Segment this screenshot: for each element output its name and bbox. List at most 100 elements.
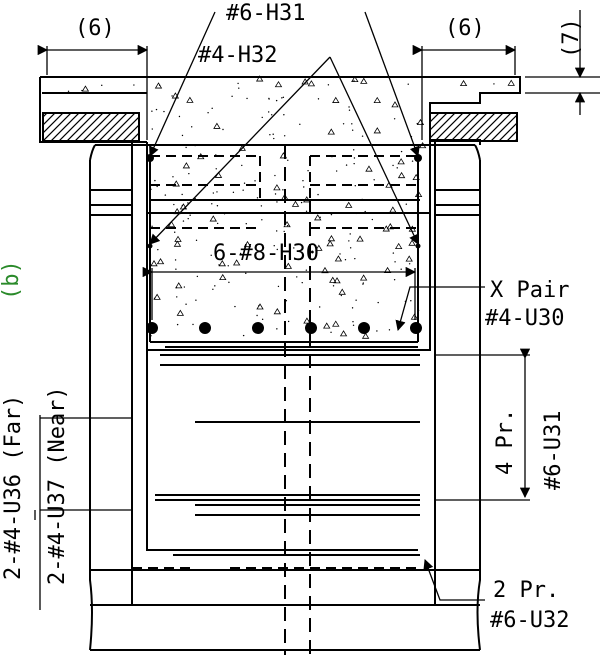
aggregate-dot bbox=[67, 90, 70, 92]
dim-left-label: (6) bbox=[75, 16, 115, 41]
aggregate-dot bbox=[239, 252, 242, 255]
aggregate-dot bbox=[274, 193, 277, 195]
aggregate-dot bbox=[171, 95, 173, 97]
aggregate-dot bbox=[276, 248, 278, 251]
aggregate-dot bbox=[261, 219, 263, 221]
aggregate-mark bbox=[323, 322, 331, 329]
aggregate-dot bbox=[342, 123, 345, 125]
aggregate-mark bbox=[334, 255, 343, 262]
aggregate-mark bbox=[186, 96, 194, 103]
aggregate-dot bbox=[299, 123, 301, 126]
aggregate-dot bbox=[173, 203, 175, 206]
aggregate-dot bbox=[332, 285, 335, 287]
aggregate-dot bbox=[241, 164, 243, 167]
aggregate-dot bbox=[393, 118, 396, 120]
aggregate-mark bbox=[174, 235, 182, 242]
right-bearing-pad bbox=[429, 112, 518, 142]
aggregate-dot bbox=[175, 268, 177, 270]
aggregate-dot bbox=[243, 182, 246, 184]
aggregate-dot bbox=[151, 128, 153, 130]
aggregate-mark bbox=[359, 274, 368, 281]
aggregate-dot bbox=[283, 135, 286, 137]
aggregate-dot bbox=[305, 269, 308, 271]
aggregate-dot bbox=[176, 323, 179, 326]
aggregate-dot bbox=[222, 128, 224, 131]
aggregate-dot bbox=[269, 134, 271, 136]
aggregate-dot bbox=[352, 321, 354, 323]
dimension-lines bbox=[37, 10, 600, 501]
aggregate-dot bbox=[330, 331, 332, 334]
near-label: 2-#4-U37 (Near) bbox=[45, 386, 70, 585]
aggregate-dot bbox=[234, 305, 236, 308]
aggregate-dot bbox=[362, 282, 365, 284]
aggregate-dot bbox=[185, 303, 187, 305]
aggregate-dot bbox=[155, 108, 158, 111]
aggregate-dot bbox=[411, 160, 414, 162]
aggregate-mark bbox=[394, 242, 403, 249]
aggregate-dot bbox=[182, 220, 185, 222]
aggregate-dot bbox=[276, 201, 278, 203]
aggregate-dot bbox=[405, 203, 408, 205]
aggregate-mark bbox=[391, 101, 399, 108]
aggregate-dot bbox=[286, 224, 289, 227]
aggregate-mark bbox=[243, 240, 252, 248]
aggregate-dot bbox=[258, 304, 260, 307]
aggregate-dot bbox=[493, 83, 495, 85]
h31-label: #6-H31 bbox=[226, 1, 305, 26]
aggregate-dot bbox=[212, 288, 214, 290]
aggregate-dot bbox=[361, 135, 364, 137]
aggregate-dot bbox=[192, 323, 194, 326]
aggregate-dot bbox=[174, 259, 177, 261]
aggregate-dot bbox=[181, 134, 184, 137]
aggregate-dot bbox=[181, 193, 183, 196]
aggregate-mark bbox=[218, 260, 227, 267]
aggregate-dot bbox=[254, 180, 256, 182]
aggregate-dot bbox=[396, 167, 398, 169]
aggregate-mark bbox=[213, 122, 221, 129]
aggregate-dot bbox=[261, 318, 264, 321]
aggregate-dot bbox=[274, 174, 276, 177]
aggregate-dot bbox=[133, 84, 135, 86]
aggregate-dot bbox=[353, 162, 355, 165]
aggregate-dot bbox=[352, 324, 355, 326]
aggregate-dot bbox=[282, 96, 285, 99]
b-tag: (b) bbox=[0, 260, 24, 300]
aggregate-mark bbox=[173, 240, 182, 247]
aggregate-dot bbox=[301, 281, 303, 284]
aggregate-dot bbox=[246, 97, 248, 100]
aggregate-dot bbox=[211, 203, 213, 205]
aggregate-dot bbox=[277, 285, 280, 288]
aggregate-dot bbox=[216, 191, 218, 193]
aggregate-mark bbox=[373, 96, 381, 103]
aggregate-dot bbox=[318, 306, 321, 308]
aggregate-dot bbox=[330, 213, 333, 216]
aggregate-mark bbox=[167, 220, 176, 228]
aggregate-dot bbox=[281, 97, 283, 99]
aggregate-dot bbox=[163, 110, 165, 113]
aggregate-dot bbox=[227, 265, 229, 267]
aggregate-mark bbox=[81, 85, 90, 92]
aggregate-dot bbox=[362, 283, 364, 285]
aggregate-dot bbox=[214, 285, 216, 287]
aggregate-mark bbox=[360, 77, 368, 84]
h30-label: 6-#8-H30 bbox=[213, 241, 319, 266]
aggregate-dot bbox=[156, 185, 158, 188]
aggregate-dot bbox=[207, 112, 209, 114]
aggregate-mark bbox=[273, 308, 282, 315]
aggregate-mark bbox=[315, 244, 323, 251]
aggregate-dot bbox=[188, 172, 190, 175]
aggregate-mark bbox=[373, 127, 382, 134]
aggregate-dot bbox=[339, 253, 341, 255]
aggregate-mark bbox=[397, 158, 405, 165]
aggregate-mark bbox=[182, 162, 191, 169]
aggregate-dot bbox=[261, 116, 263, 119]
aggregate-dot bbox=[164, 194, 167, 196]
aggregate-mark bbox=[238, 144, 246, 151]
aggregate-dot bbox=[285, 299, 288, 302]
aggregate-mark bbox=[459, 79, 468, 87]
aggregate-dot bbox=[151, 110, 153, 112]
aggregate-dot bbox=[376, 330, 378, 332]
aggregate-mark bbox=[345, 201, 353, 208]
aggregate-mark bbox=[326, 240, 334, 247]
